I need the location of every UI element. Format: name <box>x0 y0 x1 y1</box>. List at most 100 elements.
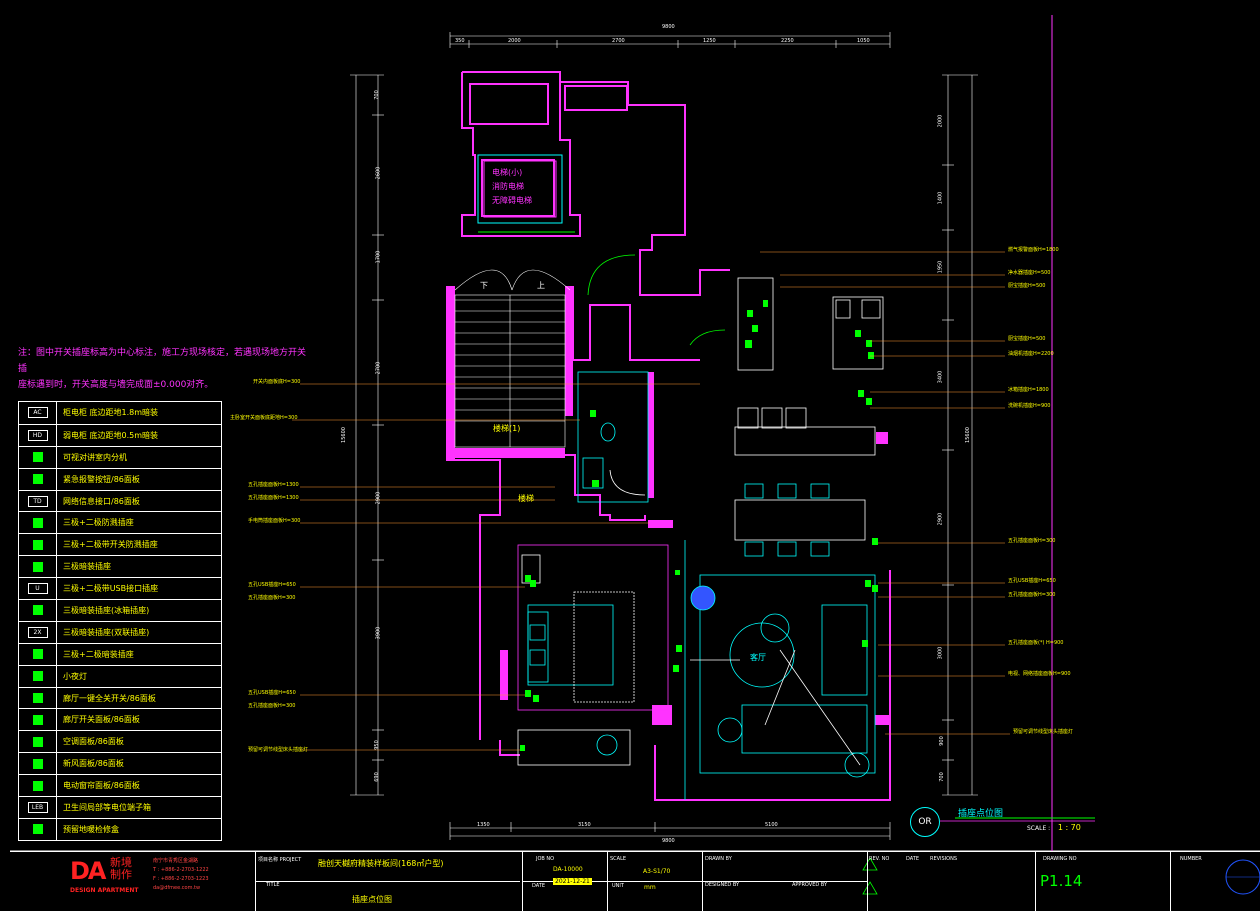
legend-row: 紧急报警按钮/86面板 <box>19 467 221 490</box>
bottom-dim: 3150 <box>578 822 591 828</box>
unit-label: UNIT <box>612 883 624 889</box>
left-dim: 690 <box>373 772 380 782</box>
legend-text: 弱电柜 底边距地0.5m暗装 <box>63 430 159 440</box>
company-contact: 南宁市青秀区金湖路 T : +886-2-2703-1222 F : +886-… <box>153 858 209 891</box>
revisions-label: REVISIONS <box>930 856 958 862</box>
left-dim: 700 <box>373 90 380 100</box>
outlet-label-right: 油烟机插座H=2200 <box>1008 351 1054 357</box>
left-dim: 2700 <box>375 361 382 375</box>
top-dimensions <box>449 32 891 48</box>
legend-text: 预留地暖检修盒 <box>63 824 119 834</box>
legend-text: 三极+二极带USB接口插座 <box>63 584 159 594</box>
outlet-label-right: 净水器插座H=500 <box>1008 270 1051 276</box>
scale-label: SCALE <box>610 856 627 862</box>
night-light-icon <box>19 665 57 687</box>
equipotential-icon: LEB <box>19 797 57 818</box>
legend-text: 三极暗装插座(双联插座) <box>63 627 150 637</box>
bottom-dim: 5100 <box>765 822 778 828</box>
job-label: JOB NO <box>536 856 555 862</box>
right-dim: 1400 <box>937 191 944 205</box>
note-line: 注：图中开关插座标高为中心标注，施工方现场核定，若遇现场地方开关插 <box>18 348 307 374</box>
legend-row: 电动窗帘面板/86面板 <box>19 774 221 797</box>
stair-label: 楼梯(1) <box>493 424 521 433</box>
outlet-label-left: 主卧室开关面板底距地H=300 <box>230 415 298 421</box>
outlet-label-right: 预留可调节线型床头插座灯 <box>1013 729 1074 735</box>
outlet-label-left: 五孔插座面板H=1300 <box>248 482 299 488</box>
stair-up-label: 上 <box>537 281 545 290</box>
outlet-label-right: 厨宝插座H=500 <box>1008 336 1046 342</box>
project-label: 项目名称 PROJECT <box>258 857 302 863</box>
bedroom <box>517 544 669 766</box>
rev-date-label: DATE <box>906 856 920 862</box>
top-dim: 1050 <box>857 38 870 44</box>
company-logo: DA 新境制作 DESIGN APARTMENT <box>70 857 138 895</box>
outlet-label-left: 五孔插座面板H=1300 <box>248 495 299 501</box>
ac-panel-icon <box>19 731 57 753</box>
note-line: 座标遇到时，开关高度与墙完成面±0.000对齐。 <box>18 380 214 390</box>
left-total-dim: 15600 <box>340 427 347 443</box>
outlet-label-right: 厨宝插座H=500 <box>1008 283 1046 289</box>
legend-text: 三极暗装插座(冰箱插座) <box>63 605 150 615</box>
designed-by-label: DESIGNED BY <box>705 882 740 888</box>
plan-title: 插座点位图 <box>958 809 1004 819</box>
legend-text: 廊厅一键全关开关/86面板 <box>63 693 156 703</box>
legend-text: 小夜灯 <box>63 671 87 681</box>
approved-by-label: APPROVED BY <box>792 882 828 888</box>
socket-icon: 2X <box>19 621 57 643</box>
socket-icon <box>19 534 57 556</box>
outlet-label-left: 五孔USB插座H=650 <box>248 582 296 588</box>
legend-row: 三极+二极暗装插座 <box>19 642 221 665</box>
outlet-label-left: 五孔插座面板H=300 <box>248 595 296 601</box>
left-dim: 2900 <box>375 491 382 505</box>
logo-mark: DA <box>70 857 106 885</box>
sheet-scale: A3-S1/70 <box>643 868 671 875</box>
legend-text: 廊厅开关面板/86面板 <box>63 715 140 725</box>
dining-chairs <box>744 483 830 557</box>
unit-value: mm <box>644 884 656 891</box>
bottom-dim: 1350 <box>477 822 490 828</box>
left-dim: 2600 <box>375 166 382 180</box>
legend-row: HD 弱电柜 底边距地0.5m暗装 <box>19 423 221 446</box>
plan-scale: SCALE : 1 : 70 <box>1027 823 1081 832</box>
top-dim: 2000 <box>508 38 521 44</box>
legend-row: 小夜灯 <box>19 664 221 687</box>
project-name: 融创天樾府精装样板间(168㎡户型) <box>318 859 444 868</box>
issue-date: 2021-12-21 <box>553 878 592 885</box>
legend-row: 三极+二极防溅插座 <box>19 511 221 534</box>
bottom-dimensions <box>449 822 891 840</box>
elevator-label: 电梯(小) 消防电梯 无障碍电梯 <box>492 168 532 205</box>
legend-text: 新风面板/86面板 <box>63 759 124 769</box>
elevator <box>477 154 575 233</box>
floor-heating-icon <box>19 818 57 840</box>
outlet-label-right: 五孔USB插座H=650 <box>1008 578 1056 584</box>
legend-text: 空调面板/86面板 <box>63 737 124 747</box>
outlet-label-left: 五孔插座面板H=300 <box>248 703 296 709</box>
stair-label-2: 楼梯 <box>518 494 534 503</box>
right-dim: 3400 <box>937 370 944 384</box>
outlet-label-left: 手电筒插座面板H=300 <box>248 518 301 524</box>
legend-row: 2X 三极暗装插座(双联插座) <box>19 620 221 643</box>
left-dim: 3900 <box>375 626 382 640</box>
fresh-air-panel-icon <box>19 753 57 775</box>
left-dim: 1700 <box>375 250 382 264</box>
bathroom <box>577 371 649 503</box>
legend-text: 网络信息接口/86面板 <box>63 496 140 506</box>
outlet-label-left: 预留可调节线型床头插座灯 <box>248 747 309 753</box>
outlet-label-right: 五孔插座面板H=300 <box>1008 592 1056 598</box>
legend-row: 三极暗装插座 <box>19 555 221 578</box>
right-dim: 3000 <box>937 646 944 660</box>
outlet-box-icon: HD <box>19 424 57 446</box>
socket-icon <box>19 600 57 621</box>
right-dim: 2900 <box>937 512 944 526</box>
legend-text: 卫生间局部等电位端子箱 <box>63 802 151 812</box>
date-label: DATE <box>532 883 546 889</box>
top-dim: 350 <box>455 38 465 44</box>
doors <box>587 254 726 496</box>
legend-row: 可视对讲室内分机 <box>19 445 221 468</box>
right-dim: 1950 <box>937 260 944 274</box>
drawing-no-label: DRAWING NO <box>1043 856 1077 862</box>
right-dim: 700 <box>938 772 945 782</box>
socket-icon <box>19 512 57 534</box>
